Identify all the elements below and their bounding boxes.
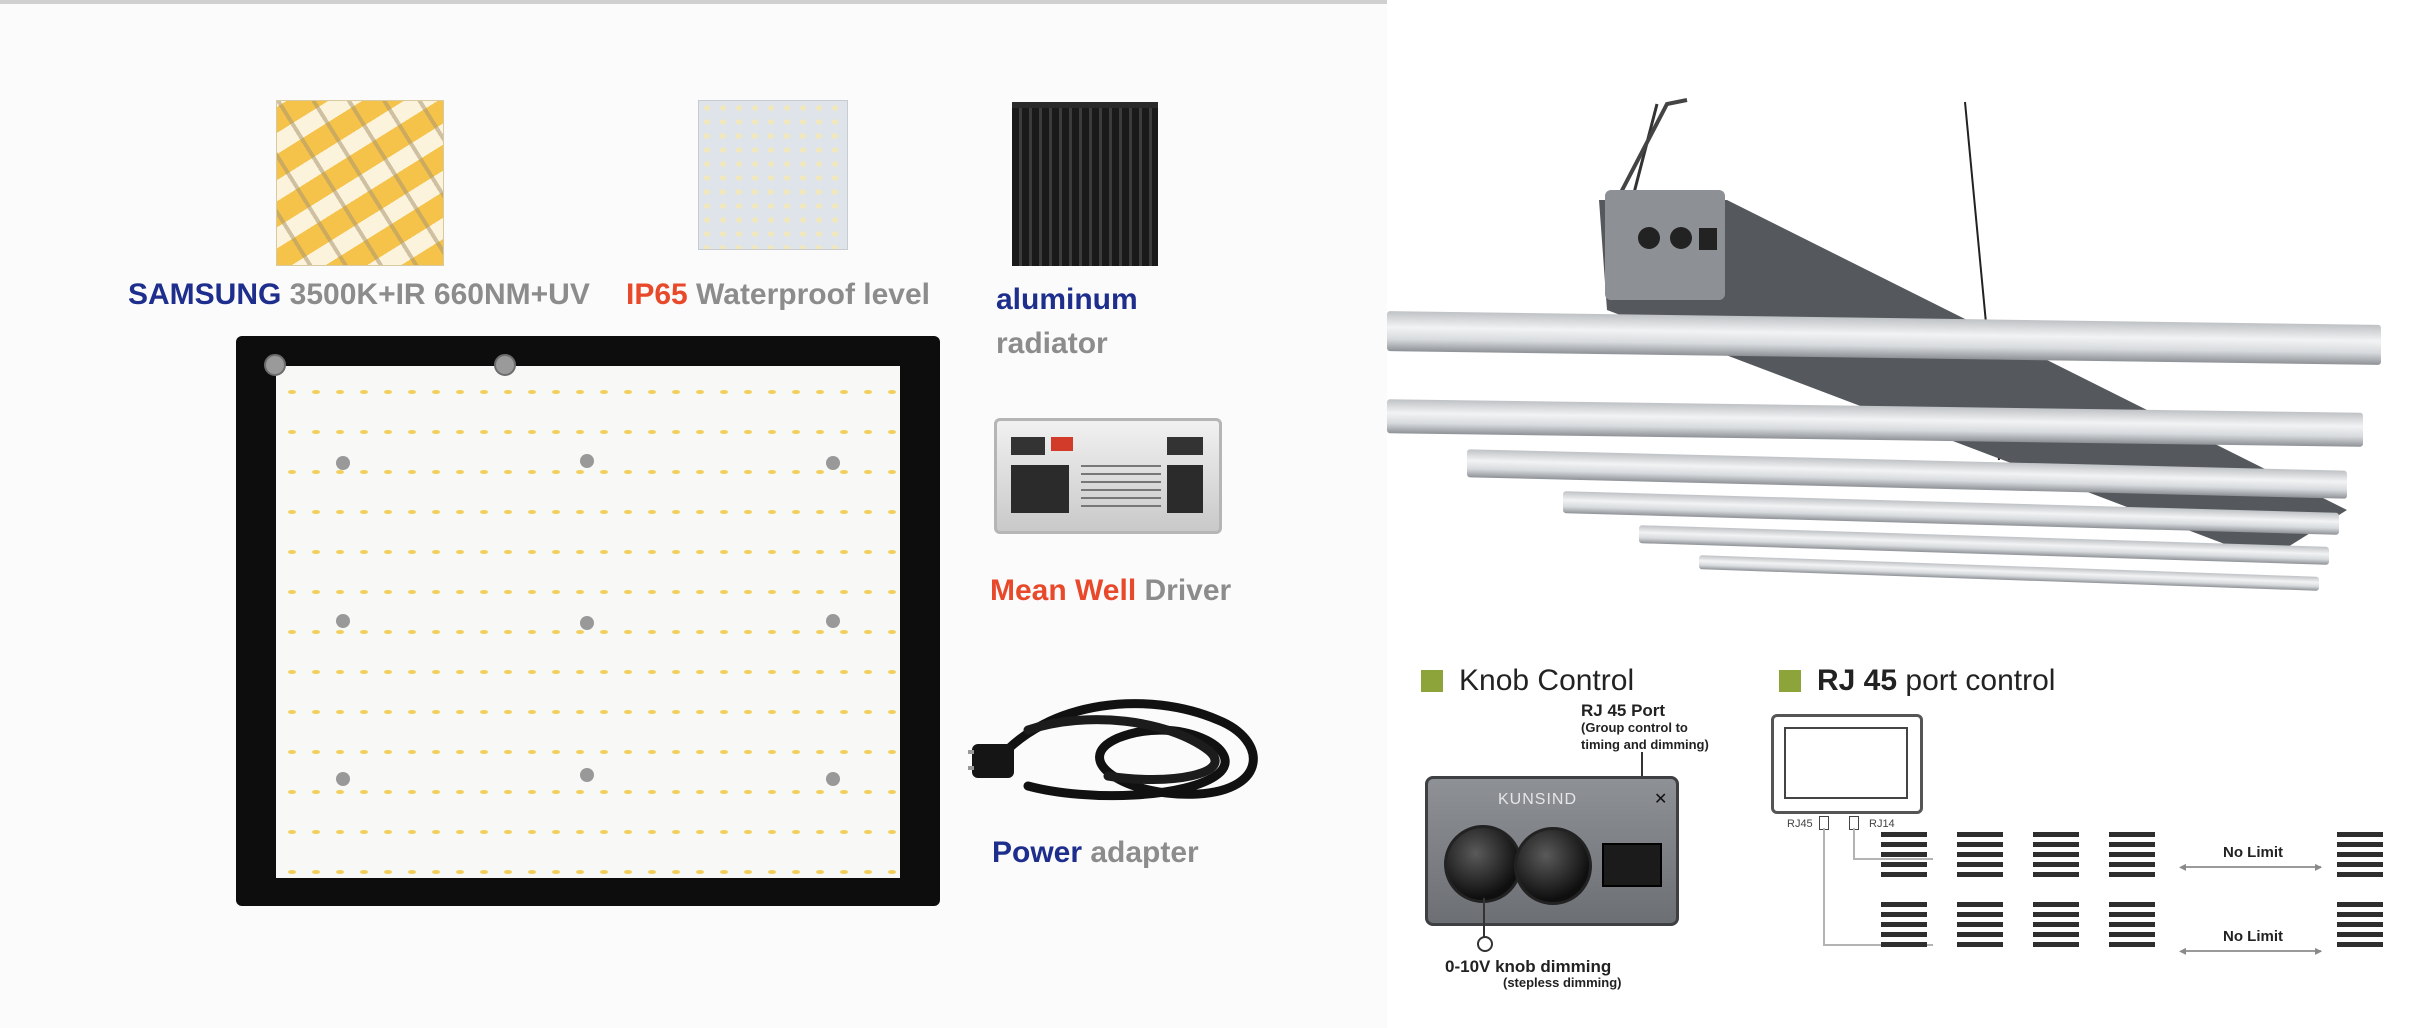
wire-trunk [1823,828,1825,946]
waterproof-board-image [698,100,848,250]
feature-driver-text: Driver [1136,574,1232,607]
fixture-control-panel: Knob Control RJ 45 Port (Group control t… [1387,0,2409,1024]
grow-light-unit-icon [2337,832,2383,882]
controller-brand-label: KUNSIND [1498,791,1578,808]
rj14-label: RJ14 [1869,818,1895,830]
dimming-callout-dot [1477,936,1493,952]
no-limit-bottom-label: No Limit [2223,928,2283,945]
arrow-left-icon: ◂ [2179,858,2187,874]
grow-light-unit-icon [2109,902,2155,952]
feature-samsung-caption: SAMSUNG 3500K+IR 660NM+UV [128,278,590,312]
grow-light-unit-icon [2109,832,2155,882]
feature-radiator-emphasis: aluminum [996,283,1138,316]
grow-light-unit-icon [2033,832,2079,882]
knob-control-title: Knob Control [1459,664,1635,697]
feature-power-emphasis: Power [992,836,1083,869]
board-mount-hole [336,456,350,470]
no-limit-top-arrow [2185,866,2321,868]
board-mount-hole [826,614,840,628]
board-screw-icon [264,354,286,376]
rj45-port-desc-line2: timing and dimming) [1581,737,1709,752]
feature-radiator-caption: aluminum radiator [996,278,1138,366]
rj45-control-bullet-icon [1779,670,1801,692]
feature-ip65-emphasis: IP65 [626,278,688,311]
samsung-led-closeup-image [276,100,444,266]
grow-light-unit-icon [1881,902,1927,952]
rj45-port-title: RJ 45 Port [1581,701,1666,720]
board-mount-hole [580,454,594,468]
knob-controller-box: KUNSIND ✕ [1425,776,1679,926]
grow-light-unit-icon [2033,902,2079,952]
board-mount-hole [826,772,840,786]
no-limit-top-label: No Limit [2223,844,2283,861]
grow-light-unit-icon [2337,902,2383,952]
rj45-port-socket[interactable] [1602,843,1662,887]
mean-well-driver-image [994,418,1222,534]
feature-power-text: adapter [1082,836,1199,869]
feature-ip65-text: Waterproof level [687,278,930,311]
dimming-knob-1[interactable] [1444,825,1522,903]
rj45-port-callout: RJ 45 Port (Group control to timing and … [1581,702,1709,753]
no-limit-bottom-arrow [2185,950,2321,952]
rj45-control-title-rest: port control [1897,664,2056,697]
feature-power-caption: Power adapter [992,836,1199,870]
board-mount-hole [580,616,594,630]
feature-samsung-emphasis: SAMSUNG [128,278,282,311]
rj45-port-desc-line1: (Group control to [1581,720,1688,735]
quantum-board-image [236,336,940,906]
dimming-knob-2[interactable] [1514,827,1592,905]
dimming-subtitle: (stepless dimming) [1503,975,1622,990]
rj45-control-title-bold: RJ 45 [1817,664,1898,697]
board-mount-hole [336,614,350,628]
wire-rj14-drop [1853,828,1855,860]
dimming-title: 0-10V knob dimming [1445,957,1612,976]
tablet-controller-icon [1771,714,1923,814]
power-adapter-cable-image [968,699,1258,801]
grow-light-unit-icon [1881,832,1927,882]
arrow-right-icon: ▸ [2315,858,2323,874]
rj45-control-title: RJ 45 port control [1817,664,2055,698]
wire-branch-bottom [1823,944,1933,946]
board-screw-icon [494,354,516,376]
feature-driver-emphasis: Mean Well [990,574,1137,607]
aluminum-radiator-image [1012,102,1158,266]
board-mount-hole [826,456,840,470]
feature-driver-caption: Mean Well Driver [990,574,1231,608]
board-mount-hole [336,772,350,786]
arrow-left-icon: ◂ [2179,942,2187,958]
close-x-icon: ✕ [1654,791,1668,808]
product-features-panel: SAMSUNG 3500K+IR 660NM+UV IP65 Waterproo… [0,0,1387,906]
feature-ip65-caption: IP65 Waterproof level [626,278,930,312]
dimming-callout-line [1483,898,1485,938]
grow-light-unit-icon [1957,902,2003,952]
feature-radiator-text: radiator [996,327,1108,360]
grow-light-unit-icon [1957,832,2003,882]
knob-control-bullet-icon [1421,670,1443,692]
board-mount-hole [580,768,594,782]
feature-samsung-text: 3500K+IR 660NM+UV [281,278,590,311]
arrow-right-icon: ▸ [2315,942,2323,958]
rj45-label: RJ45 [1787,818,1813,830]
